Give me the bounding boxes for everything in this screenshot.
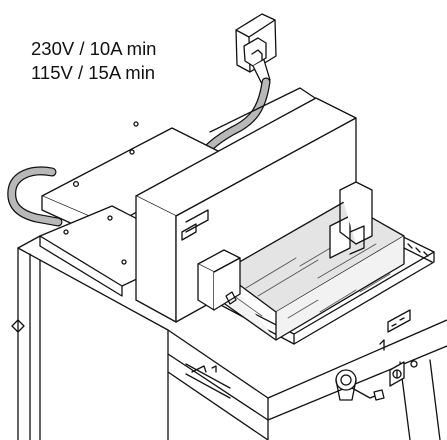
- power-plug-icon: [235, 13, 277, 85]
- power-spec-230v: 230V / 10A min: [31, 38, 157, 59]
- clamp-block: [197, 249, 241, 311]
- control-panel: [185, 309, 411, 399]
- key-switch-icon: [389, 360, 418, 387]
- back-gauge: [329, 181, 373, 259]
- power-spec-115v: 115V / 15A min: [31, 62, 156, 83]
- hand-crank-icon: [335, 369, 385, 401]
- side-cable: [7, 166, 63, 227]
